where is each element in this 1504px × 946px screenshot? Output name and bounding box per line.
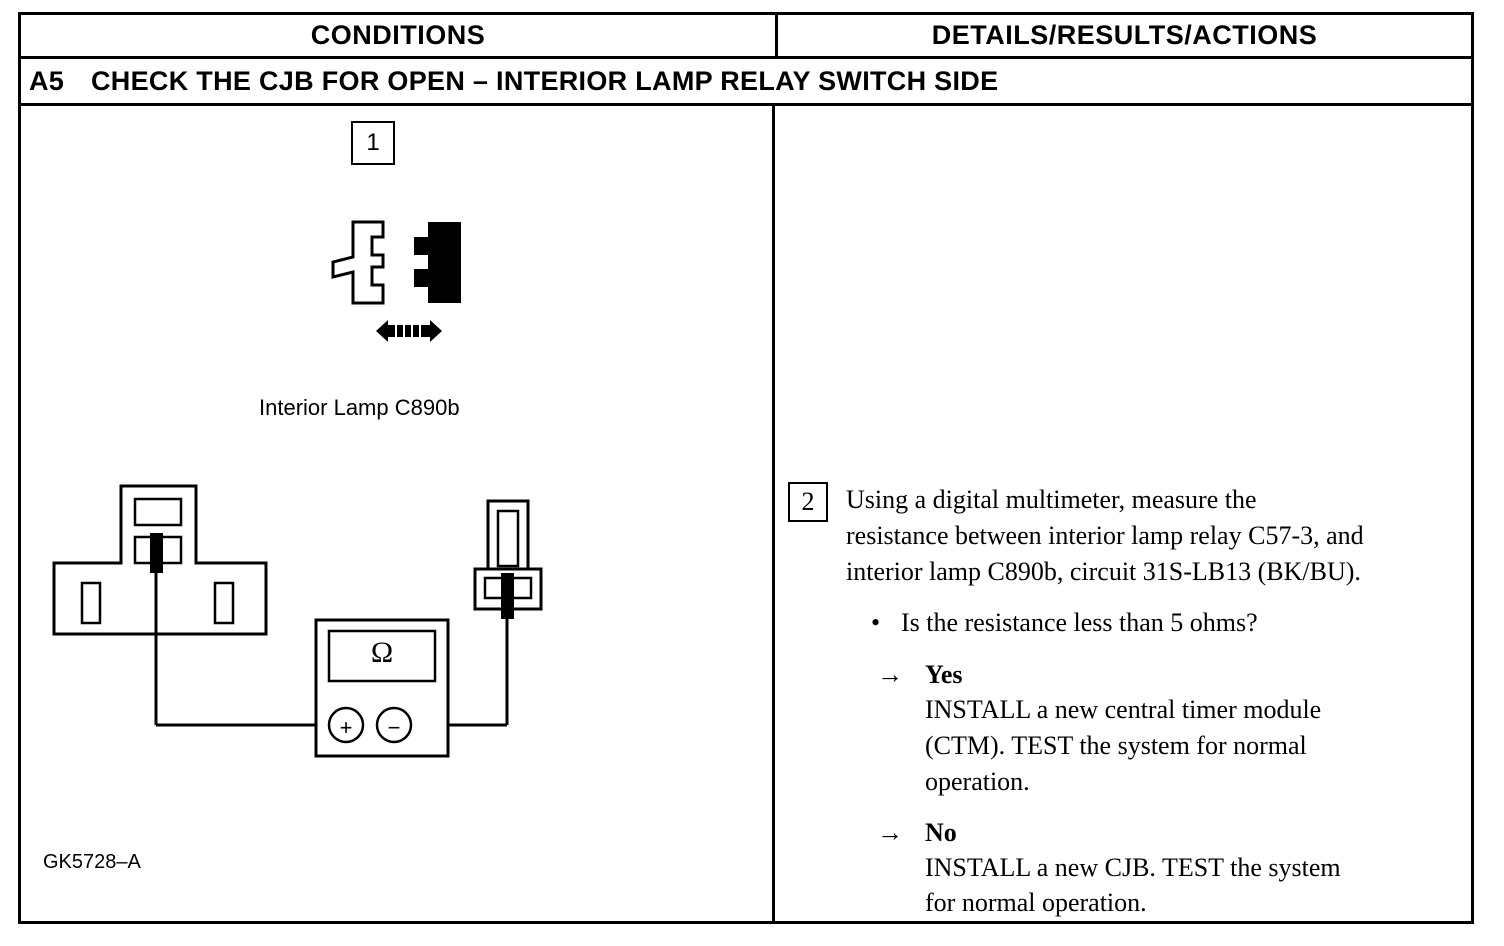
column-divider xyxy=(772,106,775,921)
connector-disconnect-icon xyxy=(331,220,461,342)
instruction-line: Using a digital multimeter, measure the xyxy=(846,485,1257,514)
diagnostic-table: CONDITIONS DETAILS/RESULTS/ACTIONS A5 CHE… xyxy=(18,12,1474,924)
step-title: A5 CHECK THE CJB FOR OPEN – INTERIOR LAMP… xyxy=(29,59,998,103)
step-1-number-box: 1 xyxy=(351,121,395,165)
meter-minus-terminal: − xyxy=(387,715,401,740)
figure-code: GK5728–A xyxy=(43,851,141,873)
conditions-column-header: CONDITIONS xyxy=(310,20,486,50)
yes-action-line: INSTALL a new central timer module xyxy=(925,695,1322,724)
instruction-line: interior lamp C890b, circuit 31S-LB13 (B… xyxy=(846,557,1361,586)
step-2-number-box: 2 xyxy=(788,482,828,522)
yes-label: Yes xyxy=(925,660,963,689)
meter-plus-terminal: + xyxy=(339,715,353,740)
details-column-header: DETAILS/RESULTS/ACTIONS xyxy=(931,20,1318,50)
connector-caption: Interior Lamp C890b xyxy=(259,395,460,420)
step-title-row: A5 CHECK THE CJB FOR OPEN – INTERIOR LAMP… xyxy=(21,59,1471,106)
column-divider xyxy=(775,15,778,56)
step-title-text: CHECK THE CJB FOR OPEN – INTERIOR LAMP R… xyxy=(91,66,999,96)
step-code: A5 xyxy=(29,66,65,96)
yes-action-line: operation. xyxy=(925,767,1030,796)
no-action-line: INSTALL a new CJB. TEST the system xyxy=(925,853,1341,882)
arrow-right-icon: → xyxy=(877,818,903,847)
instruction-line: resistance between interior lamp relay C… xyxy=(846,521,1364,550)
table-header-row: CONDITIONS DETAILS/RESULTS/ACTIONS xyxy=(21,15,1471,59)
question-text: Is the resistance less than 5 ohms? xyxy=(901,608,1258,637)
ohm-symbol: Ω xyxy=(370,636,394,669)
no-label: No xyxy=(925,818,957,847)
yes-action-line: (CTM). TEST the system for normal xyxy=(925,731,1307,760)
no-action-line: for normal operation. xyxy=(925,888,1147,917)
bullet-icon: • xyxy=(871,608,881,637)
arrow-right-icon: → xyxy=(877,660,903,689)
multimeter-circuit-diagram xyxy=(52,484,543,758)
